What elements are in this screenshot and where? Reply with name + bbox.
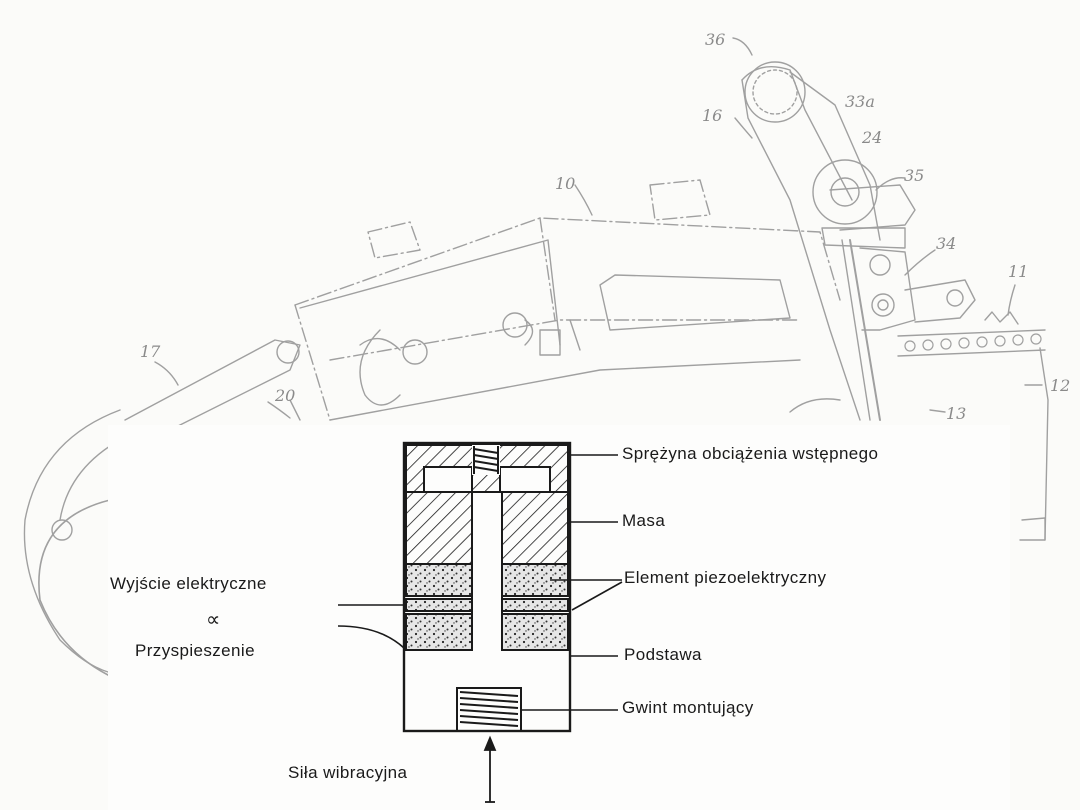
vibration-force-arrow [483,735,497,803]
ref-number-10: 10 [555,174,576,193]
ref-number-34: 34 [936,234,957,253]
label-proportional-symbol: ∝ [206,609,221,631]
piezo-element-lower-right [501,613,569,651]
ref-number-24: 24 [862,128,883,147]
ref-number-13: 13 [946,404,967,423]
label-acceleration: Przyspieszenie [135,641,255,660]
ref-number-20: 20 [275,386,296,405]
ref-number-11: 11 [1008,262,1029,281]
ref-number-12: 12 [1050,376,1071,395]
mass-block-right [501,491,569,565]
label-piezo-element: Element piezoelektryczny [624,568,827,587]
ref-number-36: 36 [705,30,726,49]
label-mounting-thread: Gwint montujący [622,698,754,717]
leader-piezo-lower [571,581,623,611]
label-vibration-force: Siła wibracyjna [288,763,408,782]
preload-spring [472,445,500,475]
label-mass: Masa [622,511,666,530]
ref-number-16: 16 [702,106,723,125]
electrode-layer-left [405,598,473,612]
label-electrical-output: Wyjście elektryczne [110,574,267,593]
ref-number-35: 35 [904,166,925,185]
output-wire-lower [337,625,405,649]
piezo-element-upper-left [405,563,473,597]
ref-number-33a: 33a [845,92,875,111]
label-preload-spring: Sprężyna obciążenia wstępnego [622,444,879,463]
base-post [406,492,568,651]
ref-number-17: 17 [140,342,161,361]
piezo-element-lower-left [405,613,473,651]
mounting-thread [456,687,522,732]
electrode-layer-right [501,598,569,612]
mass-block-left [405,491,473,565]
label-base: Podstawa [624,645,702,664]
